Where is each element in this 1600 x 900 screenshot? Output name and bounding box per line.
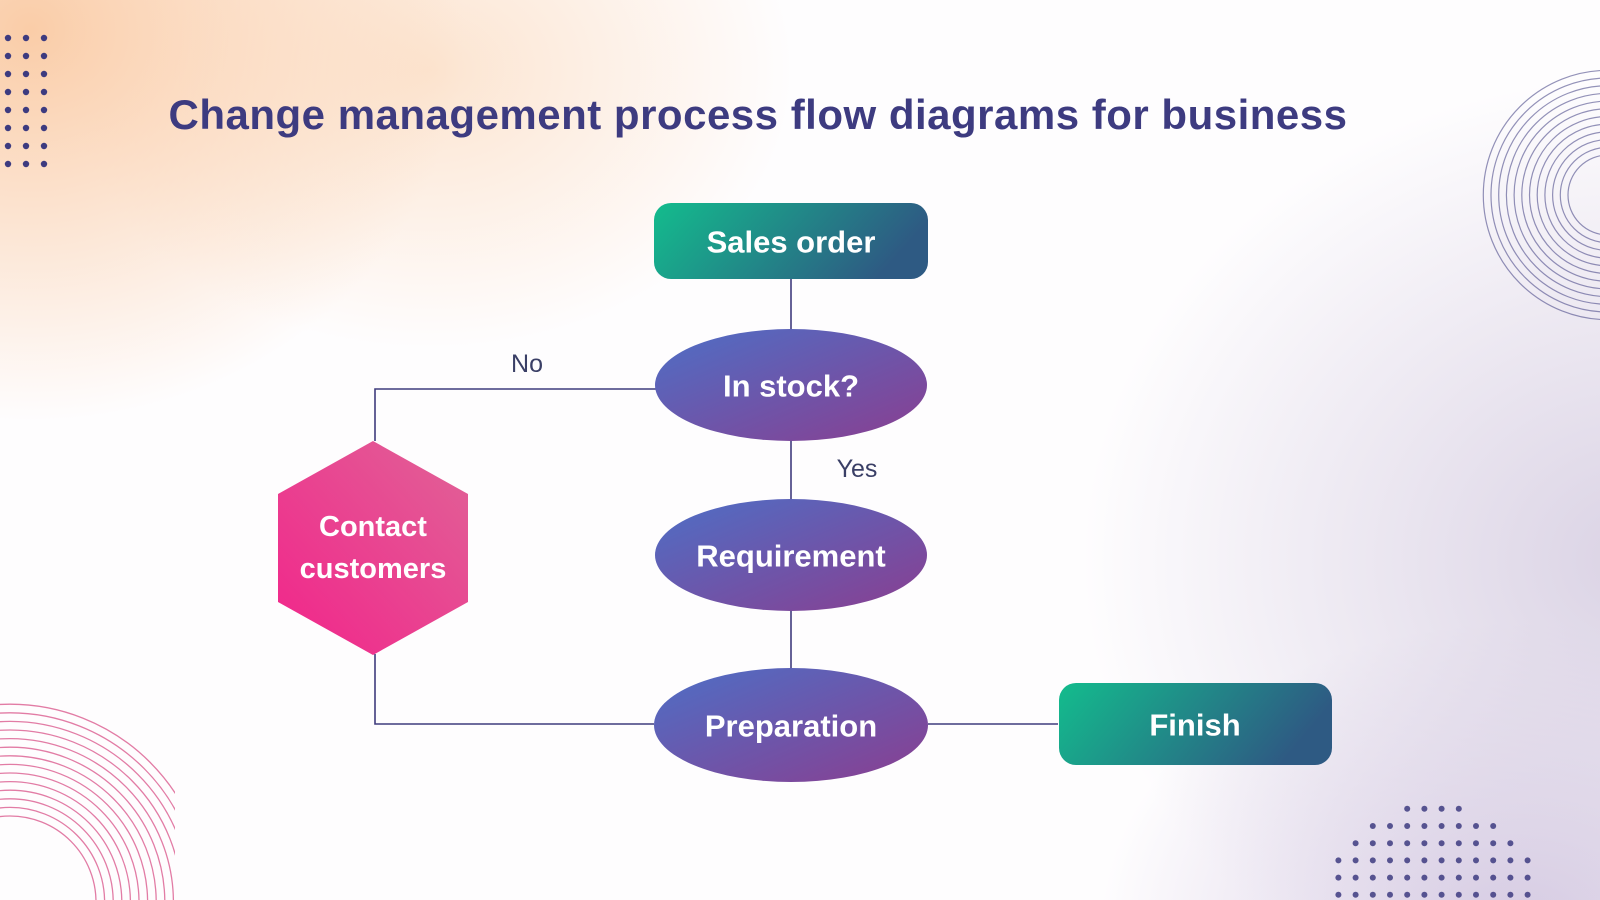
node-in-stock: In stock?: [655, 329, 927, 441]
node-requirement: Requirement: [655, 499, 927, 611]
contact-customers-label-line2: customers: [300, 553, 447, 585]
node-sales-order: Sales order: [654, 203, 928, 279]
contact-customers-shape: [278, 441, 468, 655]
edge-in-stock-to-contact-customers: [374, 388, 656, 441]
requirement-label: Requirement: [696, 539, 885, 574]
page-title: Change management process flow diagrams …: [168, 91, 1348, 138]
in-stock-shape: [655, 329, 927, 441]
concentric-circles-icon: [0, 703, 175, 900]
sales-order-label: Sales order: [707, 225, 876, 260]
finish-label: Finish: [1149, 708, 1240, 743]
dot-arc-icon: [1335, 805, 1531, 898]
in-stock-label: In stock?: [723, 369, 859, 404]
node-contact-customers: Contact customers: [278, 441, 468, 655]
node-preparation: Preparation: [654, 668, 928, 782]
contact-customers-label-line1: Contact: [319, 511, 427, 543]
requirement-shape: [655, 499, 927, 611]
node-finish: Finish: [1059, 683, 1332, 765]
edge-label-yes: Yes: [837, 455, 878, 483]
dot-grid-icon: [4, 34, 48, 168]
edge-label-no: No: [511, 350, 543, 378]
preparation-label: Preparation: [705, 709, 877, 744]
preparation-shape: [654, 668, 928, 782]
edge-contact-customers-to-preparation: [374, 654, 654, 725]
sales-order-shape: [654, 203, 928, 279]
concentric-circles-icon: [1482, 69, 1600, 321]
finish-shape: [1059, 683, 1332, 765]
